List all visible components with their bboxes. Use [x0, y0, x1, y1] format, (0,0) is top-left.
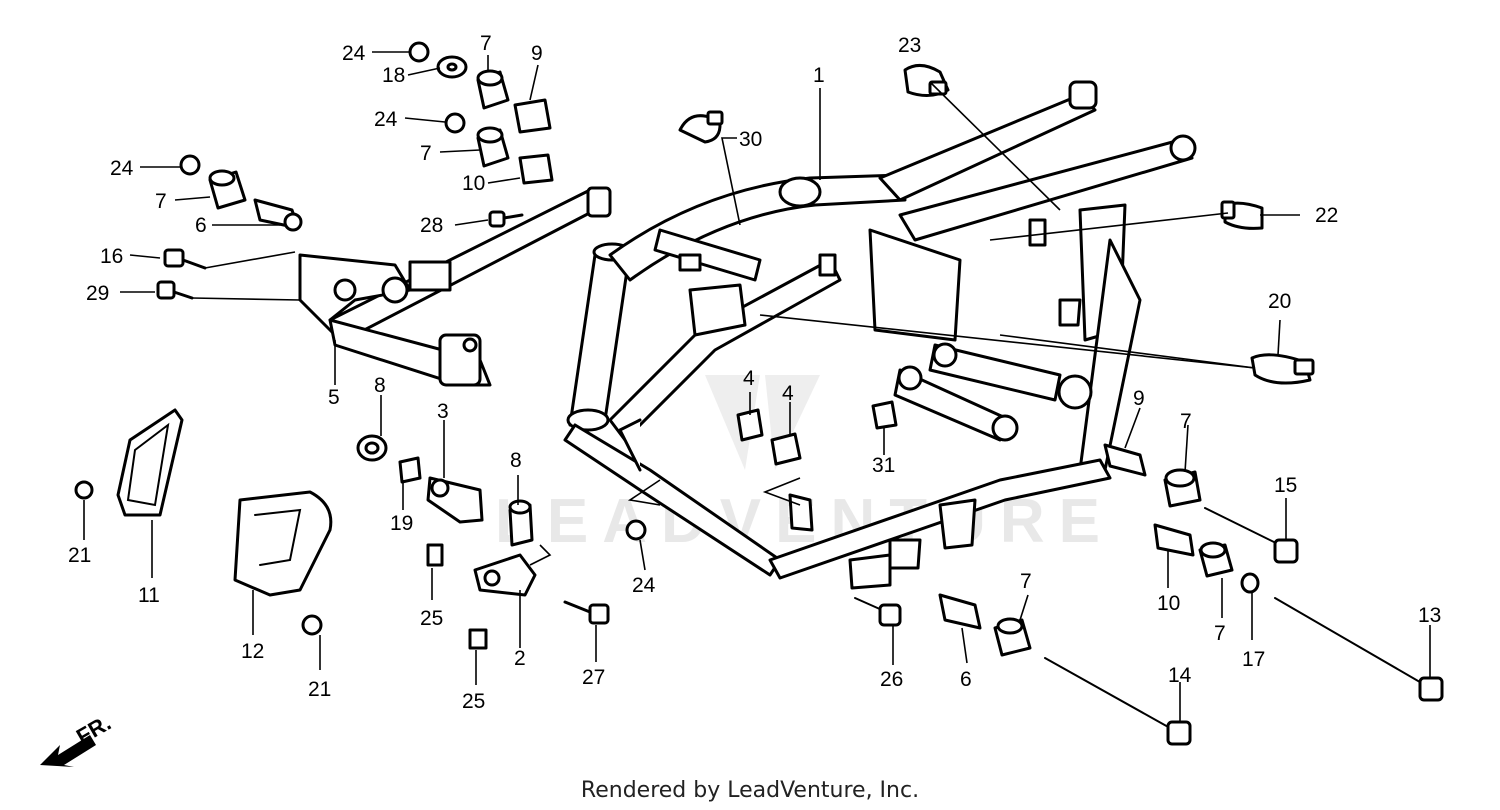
sub-frame-assembly [298, 186, 612, 387]
callout-11: 11 [138, 584, 160, 607]
covers-left [74, 408, 333, 636]
callout-28: 28 [420, 214, 443, 237]
callout-7b: 7 [420, 142, 432, 165]
callouts: 1 2 3 4 4 5 6 6 7 7 7 7 7 7 8 8 9 9 10 1… [68, 32, 1441, 713]
callout-6b: 6 [960, 668, 972, 691]
callout-24a: 24 [342, 42, 366, 65]
callout-19: 19 [390, 512, 413, 535]
clamps [678, 64, 1315, 385]
callout-14: 14 [1168, 664, 1192, 687]
callout-15: 15 [1274, 474, 1297, 497]
callout-24b: 24 [374, 108, 398, 131]
callout-7a: 7 [480, 32, 492, 55]
bolts-left [156, 210, 524, 300]
callout-23: 23 [898, 34, 921, 57]
callout-5: 5 [328, 386, 340, 409]
front-direction-arrow: FR. [40, 710, 115, 767]
leader-lines [83, 51, 1431, 722]
callout-21b: 21 [308, 678, 331, 701]
callout-10a: 10 [462, 172, 485, 195]
callout-22: 22 [1315, 204, 1338, 227]
callout-26: 26 [880, 668, 903, 691]
callout-30: 30 [739, 128, 762, 151]
callout-24d: 24 [632, 574, 656, 597]
callout-7d: 7 [1180, 410, 1192, 433]
collars [736, 400, 898, 466]
callout-7f: 7 [1020, 570, 1032, 593]
callout-6a: 6 [195, 214, 207, 237]
callout-2: 2 [514, 647, 526, 670]
callout-3: 3 [437, 400, 449, 423]
callout-4b: 4 [782, 382, 794, 405]
callout-25b: 25 [462, 690, 485, 713]
callout-9b: 9 [1133, 387, 1145, 410]
callout-8a: 8 [374, 374, 386, 397]
callout-13: 13 [1418, 604, 1441, 627]
upper-hardware-stack [179, 41, 554, 232]
callout-17: 17 [1242, 648, 1265, 671]
hardware-right [854, 443, 1444, 746]
main-frame [563, 80, 1197, 590]
callout-21a: 21 [68, 544, 91, 567]
callout-31: 31 [872, 454, 895, 477]
callout-7c: 7 [155, 190, 167, 213]
callout-27: 27 [582, 666, 605, 689]
footer-credit: Rendered by LeadVenture, Inc. [580, 778, 920, 803]
callout-18: 18 [382, 64, 405, 87]
callout-12: 12 [241, 640, 264, 663]
callout-25a: 25 [420, 607, 443, 630]
callout-10b: 10 [1157, 592, 1180, 615]
callout-4a: 4 [743, 367, 755, 390]
callout-24c: 24 [110, 157, 134, 180]
callout-8b: 8 [510, 449, 522, 472]
callout-1: 1 [813, 64, 825, 87]
callout-20: 20 [1268, 290, 1291, 313]
callout-7e: 7 [1214, 622, 1226, 645]
brackets-center [356, 434, 647, 650]
callout-29: 29 [86, 282, 109, 305]
callout-16: 16 [100, 245, 123, 268]
callout-9a: 9 [531, 42, 543, 65]
